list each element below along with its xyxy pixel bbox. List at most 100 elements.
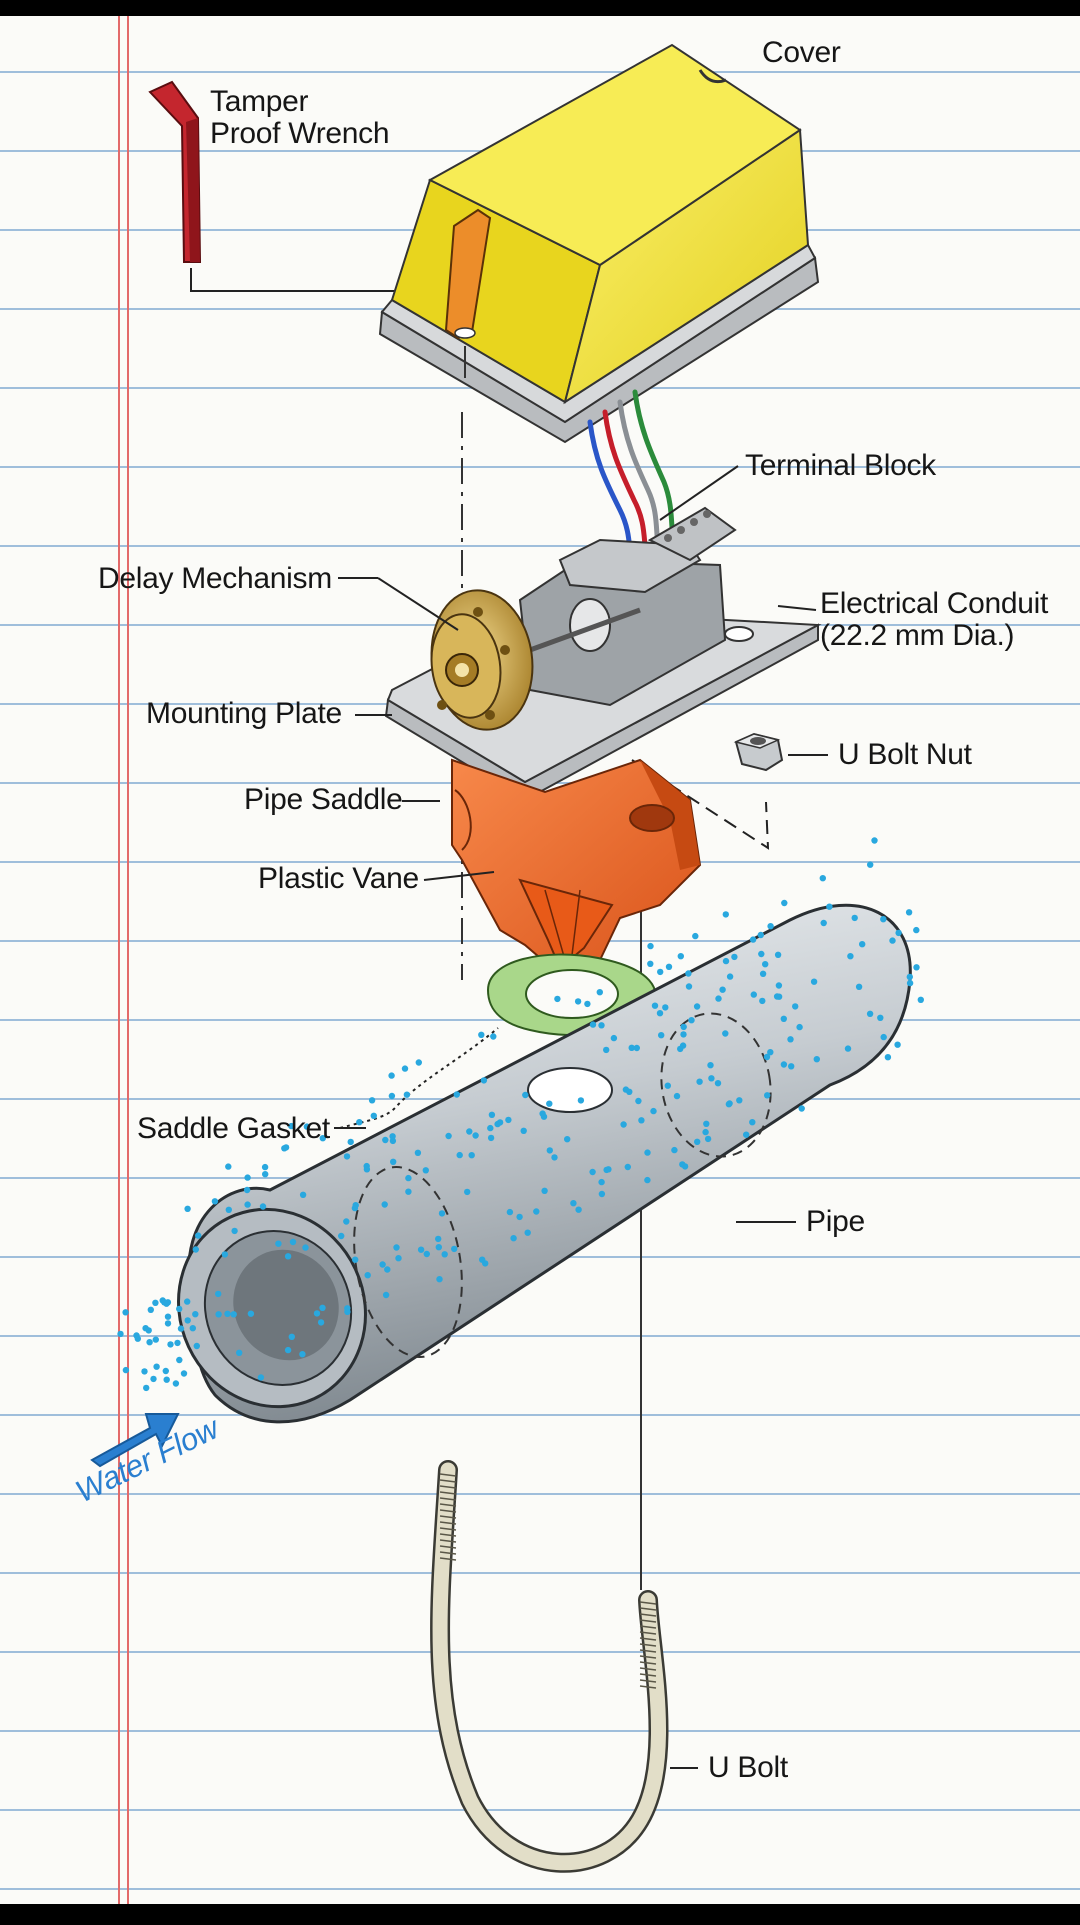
u-bolt-thread xyxy=(639,1655,657,1659)
water-droplet xyxy=(247,1310,255,1317)
water-droplet xyxy=(414,1149,422,1157)
water-droplet xyxy=(117,1330,124,1338)
u-bolt-thread xyxy=(439,1527,457,1531)
water-droplet xyxy=(405,1188,412,1195)
water-droplet xyxy=(624,1163,631,1171)
water-droplet xyxy=(352,1256,359,1263)
water-droplet xyxy=(575,1206,582,1213)
u-bolt-thread xyxy=(439,1503,457,1507)
water-droplet xyxy=(225,1206,232,1214)
water-droplet xyxy=(677,1045,684,1053)
water-droplet xyxy=(520,1127,527,1135)
water-droplet xyxy=(382,1136,389,1144)
water-droplet xyxy=(438,1210,446,1217)
wrench-label-line-2: Proof Wrench xyxy=(210,117,390,150)
water-droplet xyxy=(363,1166,371,1173)
water-droplet xyxy=(715,995,722,1002)
water-droplet xyxy=(230,1311,237,1318)
water-droplet xyxy=(796,1023,803,1031)
water-droplet xyxy=(347,1138,354,1146)
water-droplet xyxy=(906,973,913,981)
water-droplet xyxy=(496,1119,504,1126)
water-droplet xyxy=(445,1132,452,1140)
water-droplet xyxy=(750,991,757,998)
water-droplet xyxy=(780,1015,787,1022)
water-droplet xyxy=(289,1238,297,1246)
water-droplet xyxy=(564,1136,571,1143)
water-droplet xyxy=(702,1128,709,1136)
water-droplet xyxy=(877,1014,884,1021)
water-droplet xyxy=(677,953,684,960)
water-droplet xyxy=(313,1310,321,1317)
water-droplet xyxy=(633,1044,640,1052)
delay-mechanism-label: Delay Mechanism xyxy=(98,562,332,595)
water-droplet xyxy=(490,1033,497,1040)
water-droplet xyxy=(259,1203,267,1210)
delay-mechanism xyxy=(430,589,534,731)
water-droplet xyxy=(574,998,582,1005)
water-droplet xyxy=(381,1201,388,1208)
water-droplet xyxy=(211,1198,219,1205)
water-droplet xyxy=(403,1091,411,1098)
water-droplet xyxy=(889,937,896,944)
water-droplet xyxy=(603,1046,610,1054)
water-droplet xyxy=(859,941,866,948)
water-droplet xyxy=(299,1351,306,1358)
water-droplet xyxy=(680,1031,687,1038)
water-droplet xyxy=(388,1092,396,1100)
water-droplet xyxy=(184,1298,191,1305)
water-droplet xyxy=(598,1022,605,1029)
water-droplet xyxy=(763,1053,771,1061)
plastic-vane-leader xyxy=(423,871,495,881)
water-droplet xyxy=(847,953,854,960)
tamper-proof-wrench-label: Tamper Proof Wrench xyxy=(210,86,390,150)
water-droplet xyxy=(464,1188,471,1196)
water-droplet xyxy=(867,861,874,868)
water-droplet xyxy=(257,1374,265,1381)
water-droplet xyxy=(343,1153,351,1160)
water-droplet xyxy=(917,996,924,1003)
terminal-block-label: Terminal Block xyxy=(745,449,936,482)
water-droplet xyxy=(302,1244,309,1251)
cover-part xyxy=(378,43,820,444)
water-droplet xyxy=(871,837,878,844)
water-droplet xyxy=(726,1100,733,1107)
water-droplet xyxy=(658,1032,665,1039)
u-bolt-thread xyxy=(439,1551,457,1555)
water-droplet xyxy=(231,1227,238,1235)
water-droplet xyxy=(696,1078,703,1085)
water-droplet xyxy=(577,1097,585,1104)
water-droplet xyxy=(275,1240,282,1247)
water-droplet xyxy=(767,923,774,930)
water-droplet xyxy=(451,1245,458,1253)
pipe-label: Pipe xyxy=(806,1205,865,1238)
water-droplet xyxy=(688,1017,695,1024)
water-droplet xyxy=(299,1191,307,1199)
water-droplet xyxy=(810,978,818,985)
u-bolt-thread xyxy=(639,1673,657,1677)
u-bolt-thread xyxy=(639,1631,657,1635)
water-droplet xyxy=(673,1092,681,1100)
conduit-label-line-1: Electrical Conduit xyxy=(820,587,1049,620)
water-droplet xyxy=(224,1310,231,1318)
water-droplet xyxy=(855,983,863,990)
water-droplet xyxy=(384,1266,391,1273)
u-bolt-thread xyxy=(639,1667,657,1671)
water-droplet xyxy=(184,1205,191,1213)
water-droplet xyxy=(605,1166,612,1173)
water-droplet xyxy=(685,970,692,977)
water-droplet xyxy=(176,1305,183,1313)
water-droplet xyxy=(510,1235,517,1242)
u-bolt-thread xyxy=(439,1539,457,1543)
water-droplet xyxy=(172,1380,180,1387)
electrical-conduit-label: Electrical Conduit (22.2 mm Dia.) xyxy=(820,588,1048,652)
water-droplet xyxy=(651,1002,659,1009)
water-droplet xyxy=(813,1056,820,1063)
water-droplet xyxy=(262,1171,269,1178)
water-droplet xyxy=(478,1031,485,1039)
water-droplet xyxy=(714,1080,722,1087)
wrench-leader xyxy=(190,268,460,292)
water-droplet xyxy=(540,1113,548,1120)
